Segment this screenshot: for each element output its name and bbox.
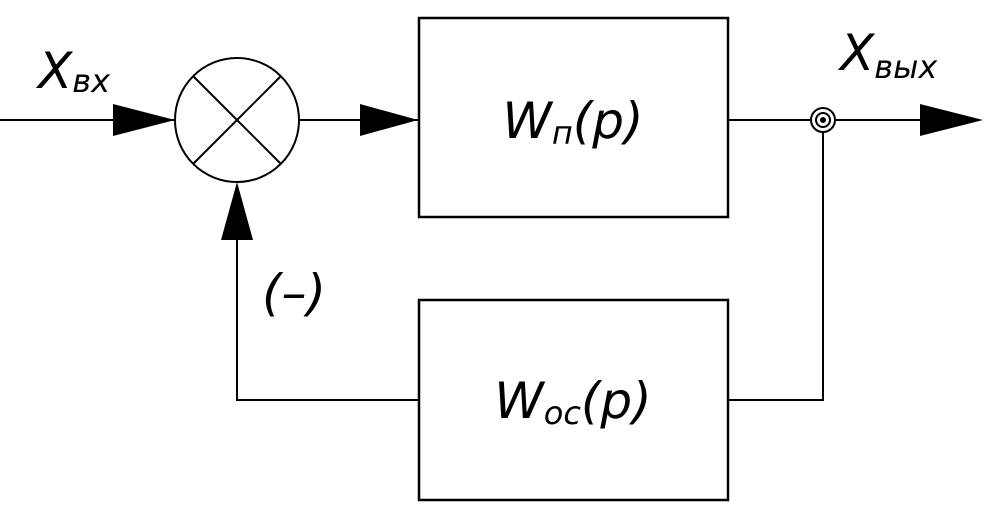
feedback-sign-label: (–) <box>262 264 326 322</box>
feedback-return-line <box>728 132 824 401</box>
output-label: Xвых <box>837 24 938 86</box>
plant-block <box>417 16 730 219</box>
plant-block-label: Wп(p) <box>502 92 643 152</box>
input-arrow <box>113 104 175 136</box>
feedback-block <box>417 298 730 502</box>
plant-input-arrow <box>360 104 418 136</box>
feedback-to-junction-line <box>236 240 419 401</box>
feedback-block-label: Wос(p) <box>494 372 651 432</box>
feedback-arrow <box>221 182 253 240</box>
input-label: Xвх <box>35 42 111 100</box>
branch-point <box>810 107 836 133</box>
summing-junction <box>174 57 300 183</box>
output-arrow <box>920 104 983 136</box>
